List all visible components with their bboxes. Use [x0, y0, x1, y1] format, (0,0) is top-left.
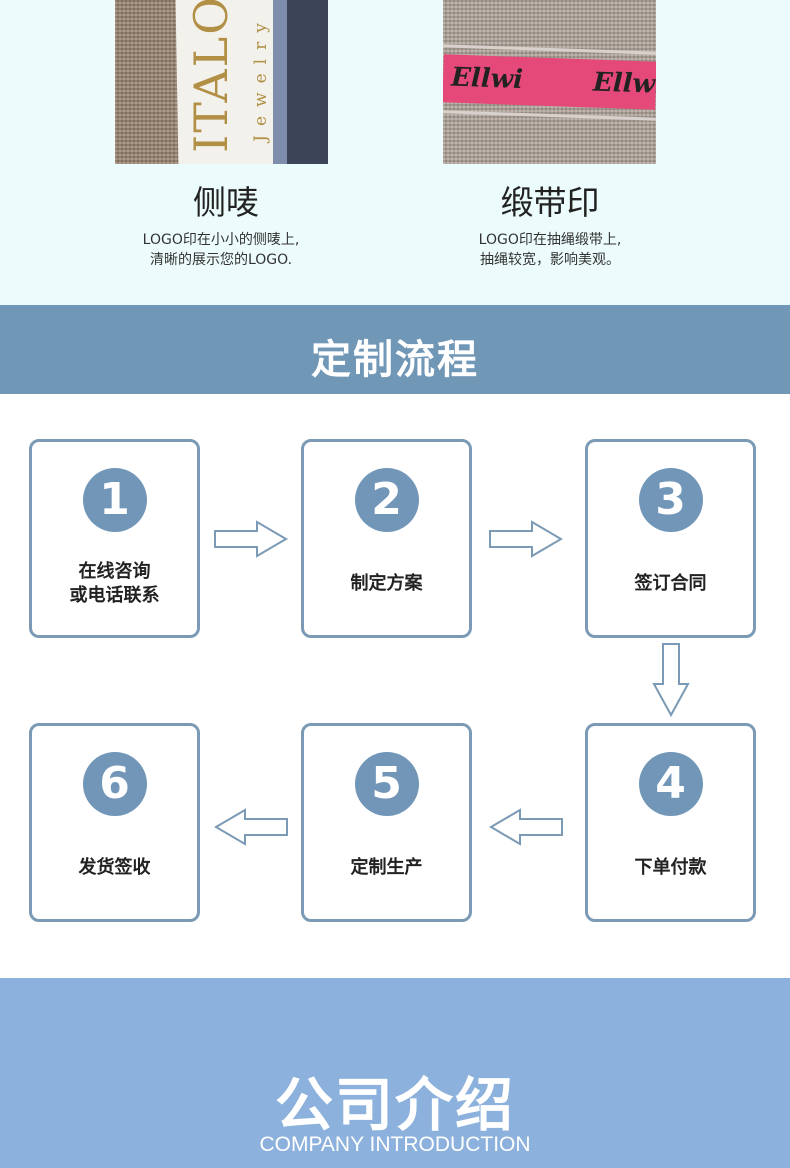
- feature-desc-line: LOGO印在抽绳缎带上,: [478, 232, 622, 248]
- ribbon-text: Ellwi: [592, 67, 656, 101]
- step-label: 在线咨询 或电话联系: [32, 560, 197, 608]
- side-label-photo: ITALO Jewelry: [115, 0, 328, 164]
- feature-desc-ribbon: LOGO印在抽绳缎带上, 抽绳较宽，影响美观。: [420, 230, 680, 270]
- ribbon-text: Ellwi: [450, 62, 524, 96]
- step-label: 制定方案: [350, 573, 423, 594]
- arrow-right-icon: [489, 520, 563, 558]
- step-number-badge: 5: [354, 752, 419, 816]
- step-number-badge: 3: [638, 468, 703, 532]
- step-card-2: 2 制定方案: [301, 439, 472, 638]
- step-card-1: 1 在线咨询 或电话联系: [29, 439, 200, 638]
- feature-title-side-label: 侧唛: [193, 183, 259, 222]
- step-number-badge: 2: [354, 468, 419, 532]
- arrow-left-icon: [214, 808, 288, 846]
- step-label-line: 在线咨询: [78, 561, 151, 582]
- arrow-right-icon: [214, 520, 288, 558]
- step-number-badge: 1: [82, 468, 147, 532]
- company-subtitle: COMPANY INTRODUCTION: [259, 1133, 531, 1156]
- step-card-6: 6 发货签收: [29, 723, 200, 922]
- step-label: 下单付款: [634, 857, 707, 878]
- printed-ribbon: Ellwi Ellwi: [443, 54, 656, 110]
- process-title: 定制流程: [311, 337, 479, 383]
- ribbon-photo: Ellwi Ellwi: [443, 0, 656, 164]
- step-number-badge: 4: [638, 752, 703, 816]
- company-intro-banner: 公司介绍 COMPANY INTRODUCTION: [0, 978, 790, 1168]
- label-sub-text: Jewelry: [251, 14, 271, 142]
- step-card-3: 3 签订合同: [585, 439, 756, 638]
- process-banner: 定制流程: [0, 305, 790, 394]
- step-label-line: 或电话联系: [69, 585, 160, 606]
- feature-desc-line: LOGO印在小小的侧唛上,: [142, 232, 300, 248]
- feature-desc-line: 抽绳较宽，影响美观。: [480, 252, 620, 268]
- step-label: 发货签收: [78, 857, 151, 878]
- feature-desc-side-label: LOGO印在小小的侧唛上, 清晰的展示您的LOGO.: [91, 230, 351, 270]
- fabric-strip-navy: [287, 0, 328, 164]
- arrow-down-icon: [652, 643, 690, 718]
- step-card-5: 5 定制生产: [301, 723, 472, 922]
- arrow-left-icon: [489, 808, 563, 846]
- step-number-badge: 6: [82, 752, 147, 816]
- step-label: 定制生产: [350, 857, 423, 878]
- feature-title-ribbon: 缎带印: [500, 183, 600, 222]
- fabric-strip-blue: [273, 0, 287, 164]
- feature-desc-line: 清晰的展示您的LOGO.: [149, 252, 293, 268]
- company-title: 公司介绍: [274, 1071, 515, 1139]
- label-brand-text: ITALO: [184, 0, 238, 153]
- step-label: 签订合同: [634, 573, 707, 594]
- feature-section: ITALO Jewelry Ellwi Ellwi 侧唛 缎带印 LOGO印在小…: [0, 0, 790, 305]
- step-card-4: 4 下单付款: [585, 723, 756, 922]
